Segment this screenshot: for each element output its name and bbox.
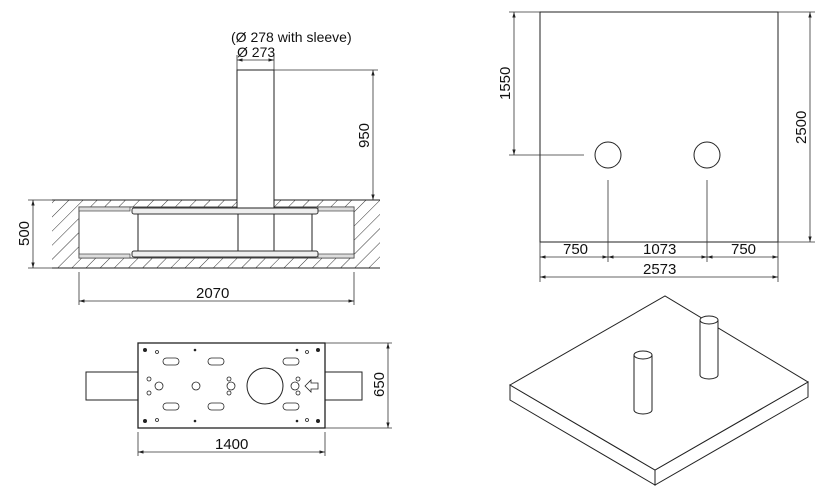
slab-height-label: 2500 — [793, 111, 810, 144]
base-plate-view: 650 1400 — [85, 342, 392, 456]
slab-plan-view: 1550 2500 750 1073 750 2573 — [497, 11, 815, 282]
side-section-view: (Ø 278 with sleeve) Ø 273 950 500 2070 — [16, 29, 380, 305]
left-margin-label: 750 — [563, 241, 588, 258]
direction-arrow-icon — [304, 379, 319, 393]
corner-bolts — [143, 348, 320, 423]
pit — [78, 206, 355, 259]
anchor-hole-right — [693, 141, 721, 169]
plate-arm-left — [85, 371, 139, 401]
pit-depth-label: 500 — [16, 221, 33, 246]
center-hole — [246, 367, 284, 405]
anchor-frame — [78, 206, 355, 259]
pole-sleeve-label: (Ø 278 with sleeve) — [231, 29, 352, 45]
frame-length-label: 2070 — [196, 285, 229, 302]
pole-height-label: 950 — [356, 123, 373, 148]
plate-width-label: 1400 — [215, 436, 248, 453]
height-to-hole-label: 1550 — [497, 67, 514, 100]
pole-diameter-label: Ø 273 — [237, 44, 275, 60]
isometric-view — [509, 295, 809, 486]
slab-top-face — [509, 295, 809, 471]
hole-spacing-label: 1073 — [643, 241, 676, 258]
right-margin-label: 750 — [731, 241, 756, 258]
plate-height-label: 650 — [371, 372, 388, 397]
plate-arm-right — [324, 371, 363, 401]
post-left — [633, 350, 653, 415]
slots — [146, 350, 309, 422]
slab-outline — [539, 11, 779, 243]
slab-width-label: 2573 — [643, 261, 676, 278]
post-right — [699, 315, 719, 380]
pole — [236, 69, 275, 209]
anchor-hole-left — [594, 141, 622, 169]
